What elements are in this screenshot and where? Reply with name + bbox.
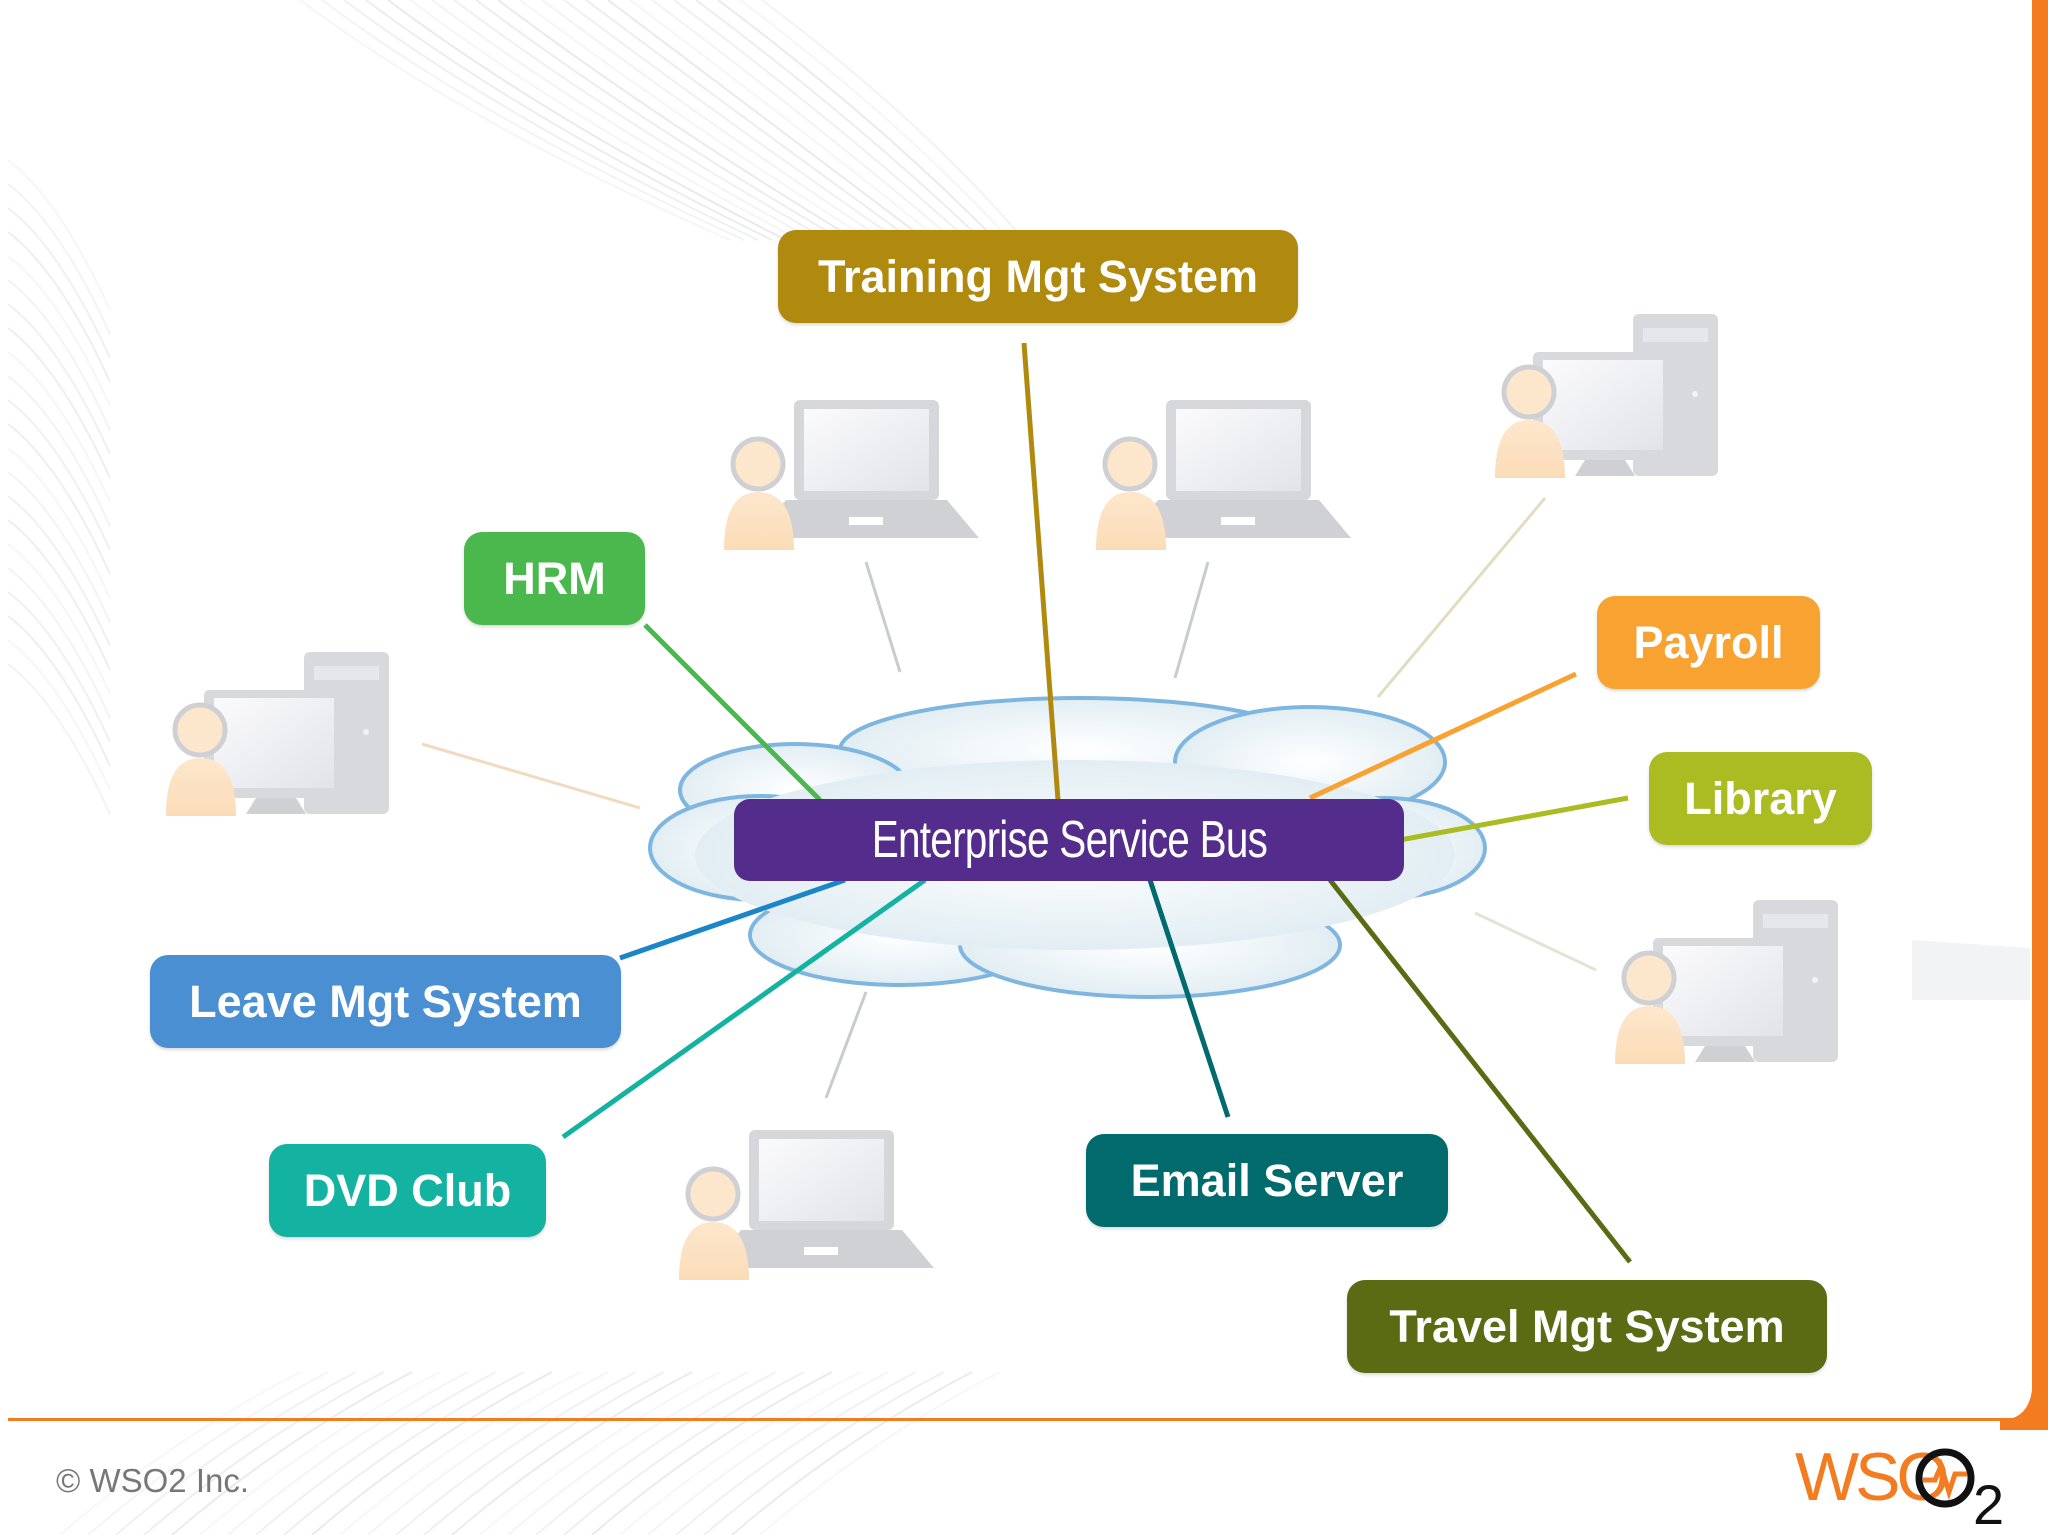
esb-label: Enterprise Service Bus — [871, 811, 1267, 869]
link-email — [1147, 879, 1231, 1118]
device-connector — [1173, 561, 1210, 679]
node-leave: Leave Mgt System — [150, 955, 621, 1048]
footer-divider — [8, 1418, 2028, 1421]
wso2-logo: WSO 2 — [1795, 1439, 2004, 1528]
device-connector — [1474, 911, 1597, 972]
node-travel: Travel Mgt System — [1347, 1280, 1827, 1373]
link-payroll — [1308, 671, 1578, 801]
accent-corner — [2000, 1390, 2048, 1430]
node-hrm: HRM — [464, 532, 645, 625]
node-payroll: Payroll — [1597, 596, 1820, 689]
device-connector — [421, 742, 641, 810]
logo-text: WSO — [1795, 1439, 1947, 1515]
node-dvd: DVD Club — [269, 1144, 546, 1237]
desktop-icon — [1615, 900, 1838, 1064]
device-connector — [864, 561, 902, 673]
laptop-icon — [1096, 400, 1351, 550]
node-training: Training Mgt System — [778, 230, 1298, 323]
link-training — [1021, 342, 1061, 801]
link-dvd — [561, 877, 927, 1140]
device-connector — [824, 991, 868, 1099]
laptop-icon — [679, 1130, 934, 1280]
link-leave — [619, 877, 846, 961]
esb-node: Enterprise Service Bus — [734, 799, 1404, 881]
node-email: Email Server — [1086, 1134, 1448, 1227]
link-travel — [1328, 878, 1632, 1264]
accent-side-bar — [2032, 0, 2048, 1410]
node-library: Library — [1649, 752, 1872, 845]
logo-subscript: 2 — [1973, 1473, 2004, 1528]
laptop-icon — [724, 400, 979, 550]
link-library — [1399, 795, 1629, 843]
desktop-icon — [1495, 314, 1718, 478]
copyright-text: © WSO2 Inc. — [56, 1462, 250, 1499]
link-hrm — [643, 623, 822, 802]
device-connector — [1376, 497, 1547, 698]
desktop-icon — [166, 652, 389, 816]
